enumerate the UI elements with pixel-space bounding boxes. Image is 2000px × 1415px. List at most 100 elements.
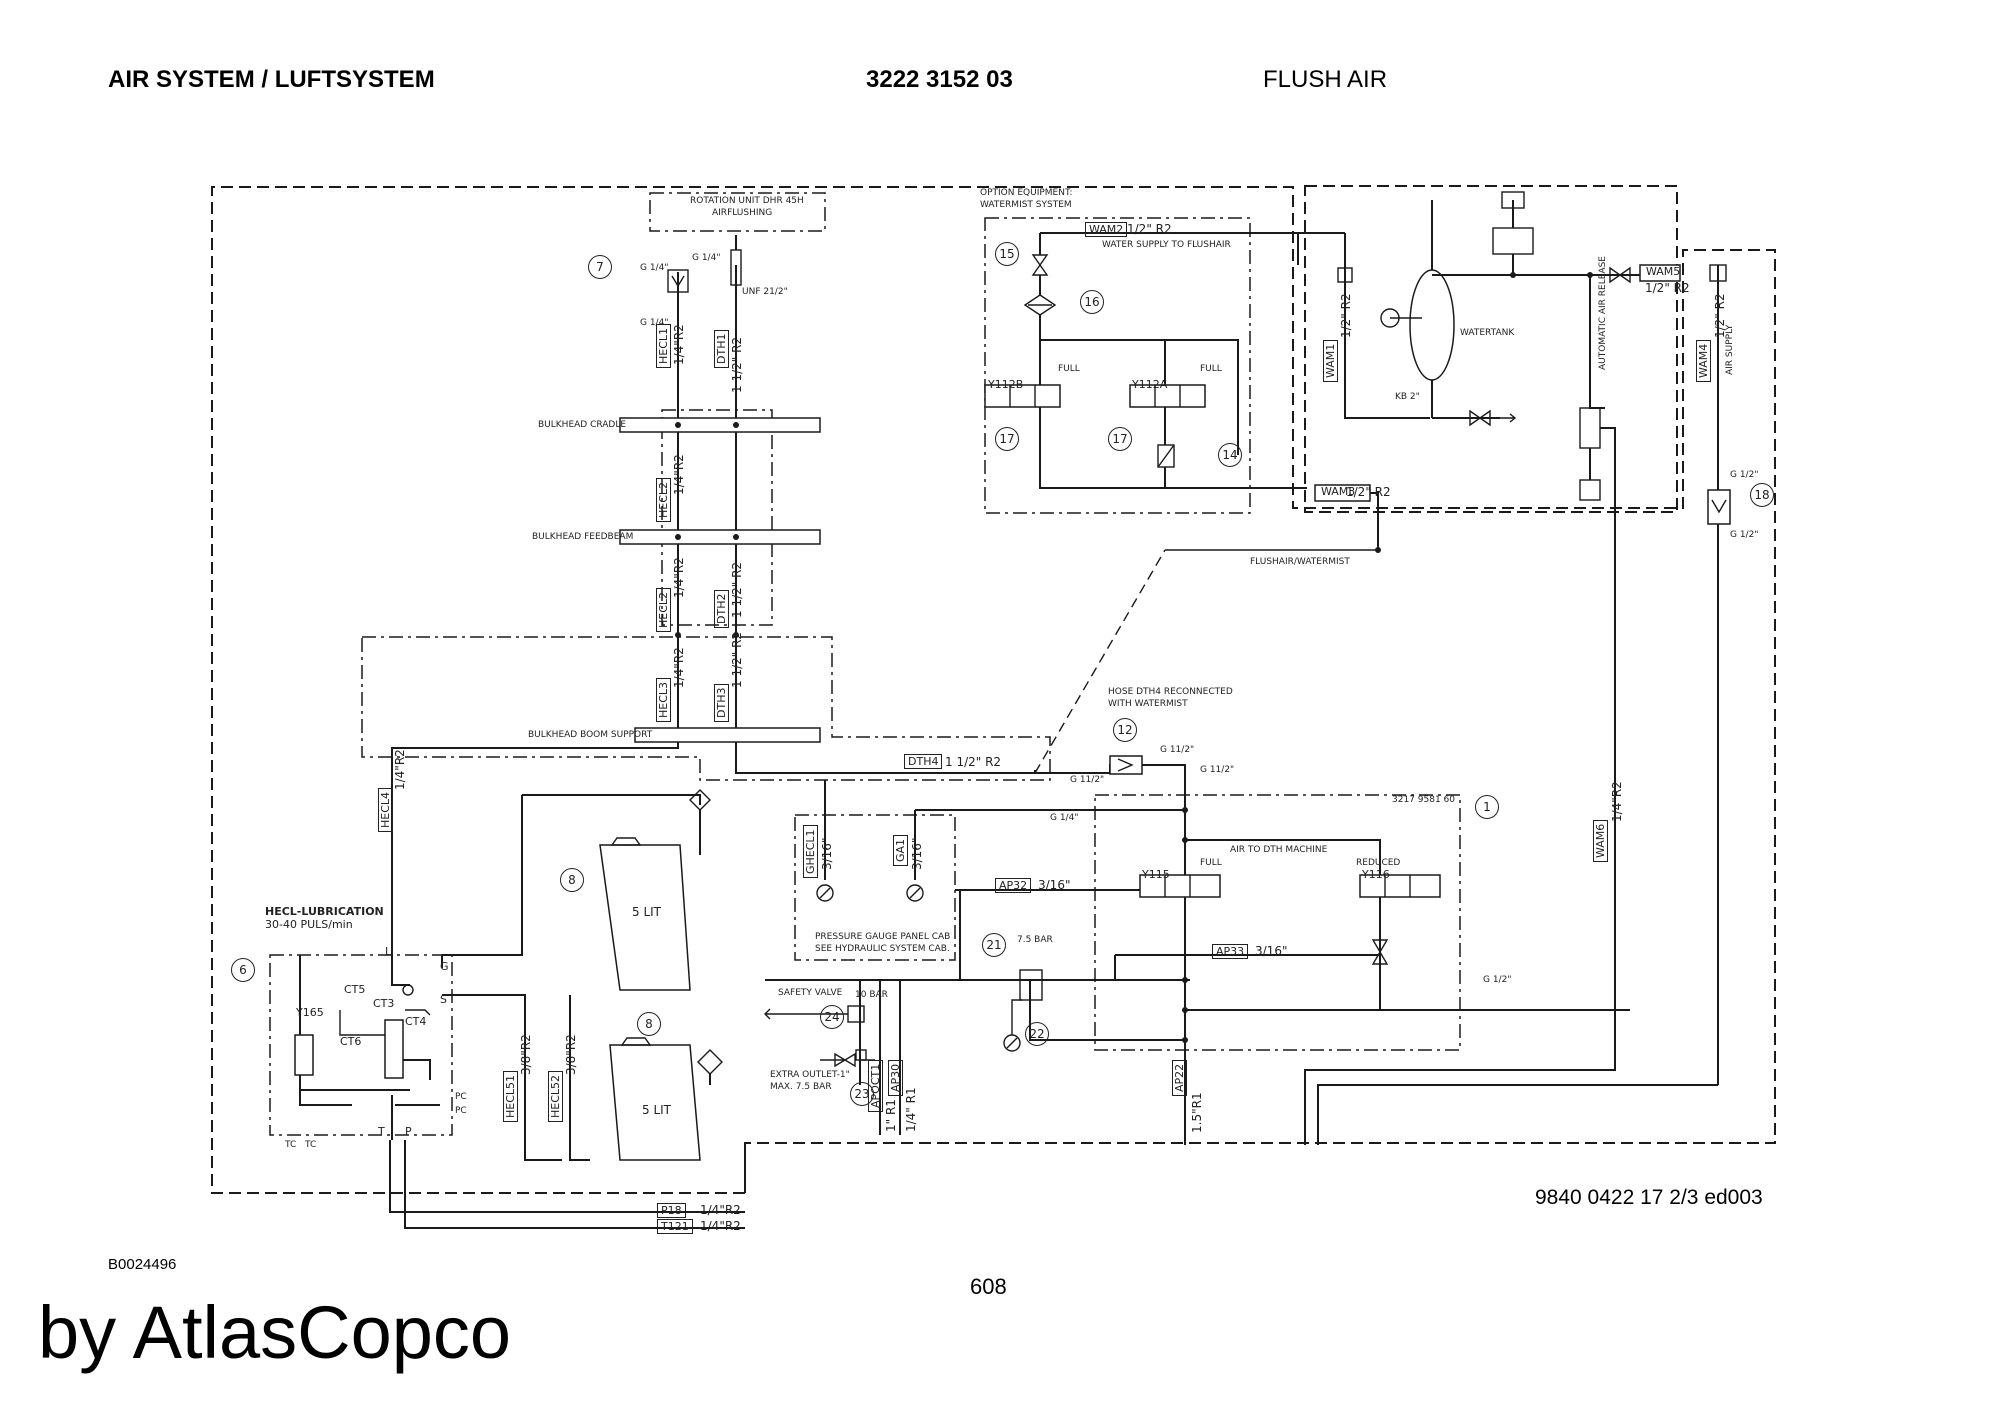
size-g12-right: G 1/2" xyxy=(1483,975,1512,985)
y112b-valve xyxy=(984,384,1061,408)
line-hecl2a: HECL2 xyxy=(656,477,671,522)
label-y165: Y165 xyxy=(296,1006,324,1019)
gauge-ga1 xyxy=(906,884,924,902)
size-g14-rot: G 1/4" xyxy=(692,253,721,263)
line-wam5: WAM5 xyxy=(1646,265,1681,278)
label-puls: 30-40 PULS/min xyxy=(265,918,353,931)
wam1-line xyxy=(1344,282,1430,419)
drawing-code: B0024496 xyxy=(108,1256,177,1273)
label-y115: Y115 xyxy=(1142,868,1170,881)
size-dth3: 1 1/2" R2 xyxy=(730,631,744,688)
tank-link xyxy=(522,794,701,805)
label-airflushing: AIRFLUSHING xyxy=(712,208,773,218)
line-wam4: WAM4 xyxy=(1696,339,1711,382)
size-g12-air2: G 1/2" xyxy=(1730,530,1759,540)
gauge-ghecl1 xyxy=(816,884,834,902)
callout-18: 18 xyxy=(1750,483,1774,507)
outer-boundary xyxy=(211,186,1776,1194)
size-ap32: 3/16" xyxy=(1038,878,1071,892)
line-hecl1: HECL1 xyxy=(656,323,671,368)
label-ct5: CT5 xyxy=(344,983,366,996)
line-apoct1: APOCT1 xyxy=(868,1059,883,1112)
label-watermist-system: WATERMIST SYSTEM xyxy=(980,200,1072,210)
label-full-y112a: FULL xyxy=(1200,364,1222,374)
label-safety-valve: SAFETY VALVE xyxy=(778,988,843,998)
document-number: 9840 0422 17 2/3 ed003 xyxy=(1535,1186,1763,1209)
label-full-y115: FULL xyxy=(1200,858,1222,868)
size-dth2: 1 1/2" R2 xyxy=(730,561,744,618)
bulkhead-boom-support xyxy=(634,727,821,743)
watermist-feed xyxy=(1039,315,1239,455)
callout-7: 7 xyxy=(588,255,612,279)
label-extra-outlet: EXTRA OUTLET-1" xyxy=(770,1070,850,1080)
size-hecl2b: 1/4"R2 xyxy=(672,557,686,598)
callout-1: 1 xyxy=(1475,795,1499,819)
line-dth3: DTH3 xyxy=(714,683,729,722)
label-ct3: CT3 xyxy=(373,997,395,1010)
label-water-supply: WATER SUPPLY TO FLUSHAIR xyxy=(1102,240,1231,250)
label-10bar: 10 BAR xyxy=(855,990,888,1000)
label-kb2: KB 2" xyxy=(1395,392,1420,402)
size-g112-12: G 11/2" xyxy=(1160,745,1195,755)
line-ap33: AP33 xyxy=(1212,944,1249,959)
size-ap22: 1.5"R1 xyxy=(1190,1092,1204,1133)
page-header-system: AIR SYSTEM / LUFTSYSTEM xyxy=(108,66,435,93)
label-ct4: CT4 xyxy=(405,1015,427,1028)
line-hecl3: HECL3 xyxy=(656,677,671,722)
label-bulkhead-boom: BULKHEAD BOOM SUPPORT xyxy=(528,730,653,740)
rotation-unit-box xyxy=(649,192,826,232)
size-wam6: 1/4"R2 xyxy=(1610,781,1624,822)
line-dth2: DTH2 xyxy=(714,589,729,628)
label-flushair-watermist: FLUSHAIR/WATERMIST xyxy=(1250,557,1350,567)
size-g112-top: G 11/2" xyxy=(1200,765,1235,775)
bulkhead-feedbeam xyxy=(619,529,821,545)
line-ga1: GA1 xyxy=(893,834,908,866)
callout-17b: 17 xyxy=(1108,427,1132,451)
size-hecl52: 3/8"R2 xyxy=(564,1034,578,1075)
label-port-l: L xyxy=(385,945,392,958)
label-tc-1: TC xyxy=(285,1140,297,1150)
dth4-reconnect xyxy=(1034,549,1166,774)
regulator-21 xyxy=(1019,969,1043,1001)
p18-line xyxy=(389,1140,745,1213)
line-t121: T121 xyxy=(657,1219,693,1234)
label-full-y112b: FULL xyxy=(1058,364,1080,374)
y112a-valve xyxy=(1129,384,1206,408)
size-ap30: 1/4" R1 xyxy=(904,1087,918,1132)
size-g14-7a: G 1/4" xyxy=(640,263,669,273)
callout-15: 15 xyxy=(995,242,1019,266)
pump-y165 xyxy=(384,1019,404,1079)
page-header-part-number: 3222 3152 03 xyxy=(866,66,1013,93)
callout-16: 16 xyxy=(1080,290,1104,314)
label-with-watermist: WITH WATERMIST xyxy=(1108,699,1188,709)
callout-8b: 8 xyxy=(637,1012,661,1036)
size-hecl51: 3/8"R2 xyxy=(519,1034,533,1075)
label-port-t: T xyxy=(378,1125,385,1138)
watertank-box xyxy=(1304,185,1678,513)
pressure-gauge-box xyxy=(794,814,956,961)
label-ct6: CT6 xyxy=(340,1035,362,1048)
wam6-line xyxy=(1600,427,1616,1030)
label-part-3217: 3217 9581 60 xyxy=(1392,795,1455,805)
check-valve-7 xyxy=(667,269,689,293)
line-hecl4: HECL4 xyxy=(378,787,393,832)
label-port-p: P xyxy=(405,1125,412,1138)
label-option-equipment: OPTION EQUIPMENT: xyxy=(980,188,1073,198)
air-main-vertical xyxy=(1142,764,1186,1115)
line-hecl51: HECL51 xyxy=(503,1070,518,1122)
line-ap30: AP30 xyxy=(888,1059,903,1096)
line-hecl2b: HECL2 xyxy=(656,587,671,632)
label-y112a: Y112A xyxy=(1132,378,1168,391)
callout-8a: 8 xyxy=(560,868,584,892)
callout-6: 6 xyxy=(231,958,255,982)
label-hecl-lubrication: HECL-LUBRICATION xyxy=(265,905,384,918)
bulkhead-boom-box xyxy=(361,636,1051,781)
line-ap32: AP32 xyxy=(995,878,1032,893)
lubrication-box xyxy=(269,954,453,1136)
size-hecl3: 1/4"R2 xyxy=(672,647,686,688)
label-port-g: G xyxy=(440,960,449,973)
size-wam3: 1/2" R2 xyxy=(1346,485,1391,499)
ct3-valve xyxy=(402,984,414,996)
lub-top-feed xyxy=(442,795,523,956)
